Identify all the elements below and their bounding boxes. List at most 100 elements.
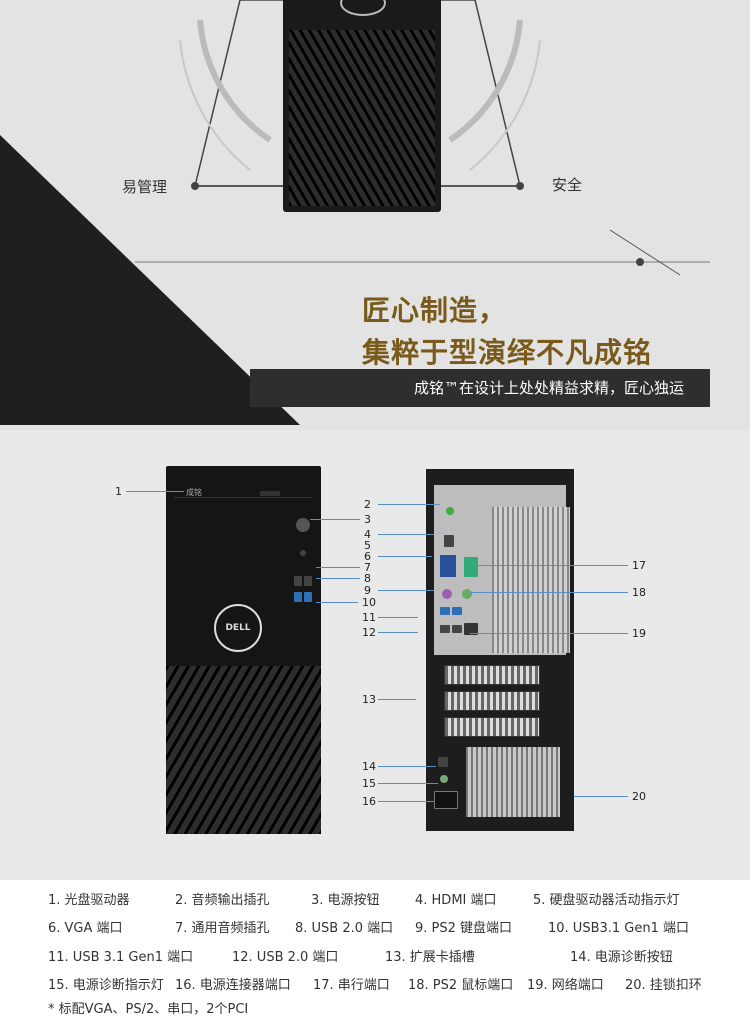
callout-6: 6 (364, 550, 371, 563)
front-tower-image: 成铭 DELL (166, 466, 321, 834)
callout-1: 1 (115, 485, 122, 498)
callout-10: 10 (362, 596, 376, 609)
legend-item: 17. 串行端口 (313, 978, 390, 993)
leader-line (378, 632, 418, 633)
leader-line (472, 565, 628, 566)
port-legend: 1. 光盘驱动器 2. 音频输出插孔 3. 电源按钮 4. HDMI 端口 5.… (0, 880, 750, 1021)
headline-line-1: 匠心制造， (362, 294, 508, 327)
callout-8: 8 (364, 572, 371, 585)
leader-line (378, 617, 418, 618)
legend-item: 12. USB 2.0 端口 (232, 950, 339, 965)
usb-port (304, 576, 312, 586)
callout-20: 20 (632, 790, 646, 803)
leader-line (316, 602, 358, 603)
leader-line (316, 567, 360, 568)
headline-line-2: 集粹于型演绎不凡成铭 (362, 336, 653, 369)
callout-5: 5 (364, 539, 371, 552)
front-mesh (166, 666, 321, 834)
dell-logo-icon: DELL (214, 604, 262, 652)
callout-7: 7 (364, 561, 371, 574)
legend-item: 6. VGA 端口 (48, 921, 123, 936)
expansion-slot (444, 665, 540, 685)
optical-drive: 成铭 (174, 482, 313, 498)
label-security: 安全 (552, 176, 583, 194)
hdmi-port (444, 535, 454, 547)
psu-vent (466, 747, 560, 817)
audio-jack (300, 550, 306, 556)
tower-top-image (283, 0, 441, 212)
power-diagnostic-button (438, 757, 448, 767)
hero-background-graphics (0, 0, 710, 425)
callout-9: 9 (364, 584, 371, 597)
expansion-slot (444, 691, 540, 711)
callout-17: 17 (632, 559, 646, 572)
legend-item: 14. 电源诊断按钮 (570, 950, 673, 965)
tagline-band: 成铭™在设计上处处精益求精，匠心独运 (250, 369, 710, 407)
io-panel (434, 485, 570, 655)
callout-3: 3 (364, 513, 371, 526)
leader-line (316, 578, 360, 579)
callout-14: 14 (362, 760, 376, 773)
leader-line (126, 491, 184, 492)
legend-item: 2. 音频输出插孔 (175, 893, 270, 908)
leader-line (310, 519, 360, 520)
callout-15: 15 (362, 777, 376, 790)
legend-item: 9. PS2 键盘端口 (415, 921, 513, 936)
hero-section: 易管理 安全 匠心制造， 集粹于型演绎不凡成铭 成铭™在设计上处处精益求精，匠心… (0, 0, 750, 430)
legend-item: 15. 电源诊断指示灯 (48, 978, 164, 993)
legend-item: 5. 硬盘驱动器活动指示灯 (533, 893, 680, 908)
legend-item: 7. 通用音频插孔 (175, 921, 270, 936)
ps2-keyboard-port (442, 589, 452, 599)
brand-label: 成铭 (186, 488, 202, 497)
callout-13: 13 (362, 693, 376, 706)
dell-logo-icon (340, 0, 386, 16)
back-tower-image (426, 469, 574, 831)
callout-12: 12 (362, 626, 376, 639)
usb3-port (304, 592, 312, 602)
power-diagnostic-light (440, 775, 448, 783)
tower-mesh (289, 30, 435, 206)
legend-item: 10. USB3.1 Gen1 端口 (548, 921, 690, 936)
legend-item: 13. 扩展卡插槽 (385, 950, 475, 965)
leader-line (378, 783, 438, 784)
callout-4: 4 (364, 528, 371, 541)
serial-port (464, 557, 478, 577)
callout-19: 19 (632, 627, 646, 640)
leader-line (378, 504, 440, 505)
legend-item: 20. 挂锁扣环 (625, 978, 702, 993)
leader-line (378, 590, 434, 591)
leader-line (378, 801, 434, 802)
usb3-port (294, 592, 302, 602)
leader-line (378, 699, 416, 700)
legend-note: * 标配VGA、PS/2、串口，2个PCI (48, 1002, 249, 1017)
network-port (464, 623, 478, 635)
callout-2: 2 (364, 498, 371, 511)
callout-18: 18 (632, 586, 646, 599)
headline: 匠心制造， 集粹于型演绎不凡成铭 (362, 290, 652, 374)
power-connector-port (434, 791, 458, 809)
expansion-slot (444, 717, 540, 737)
audio-out-port (446, 507, 454, 515)
leader-line (574, 796, 628, 797)
leader-line (378, 556, 432, 557)
legend-item: 11. USB 3.1 Gen1 端口 (48, 950, 194, 965)
leader-line (378, 534, 434, 535)
usb2-port (440, 625, 450, 633)
legend-item: 8. USB 2.0 端口 (295, 921, 394, 936)
label-easy-management: 易管理 (122, 178, 168, 196)
rear-vent (492, 507, 570, 653)
drive-eject (260, 491, 280, 496)
leader-line (378, 766, 436, 767)
usb3-port (452, 607, 462, 615)
legend-item: 19. 网络端口 (527, 978, 604, 993)
vga-port (440, 555, 456, 577)
leader-line (470, 633, 628, 634)
legend-item: 16. 电源连接器端口 (175, 978, 291, 993)
ps2-mouse-port (462, 589, 472, 599)
legend-item: 4. HDMI 端口 (415, 893, 497, 908)
power-button (296, 518, 310, 532)
usb-port (294, 576, 302, 586)
leader-line (470, 592, 628, 593)
legend-item: 3. 电源按钮 (311, 893, 380, 908)
callout-16: 16 (362, 795, 376, 808)
